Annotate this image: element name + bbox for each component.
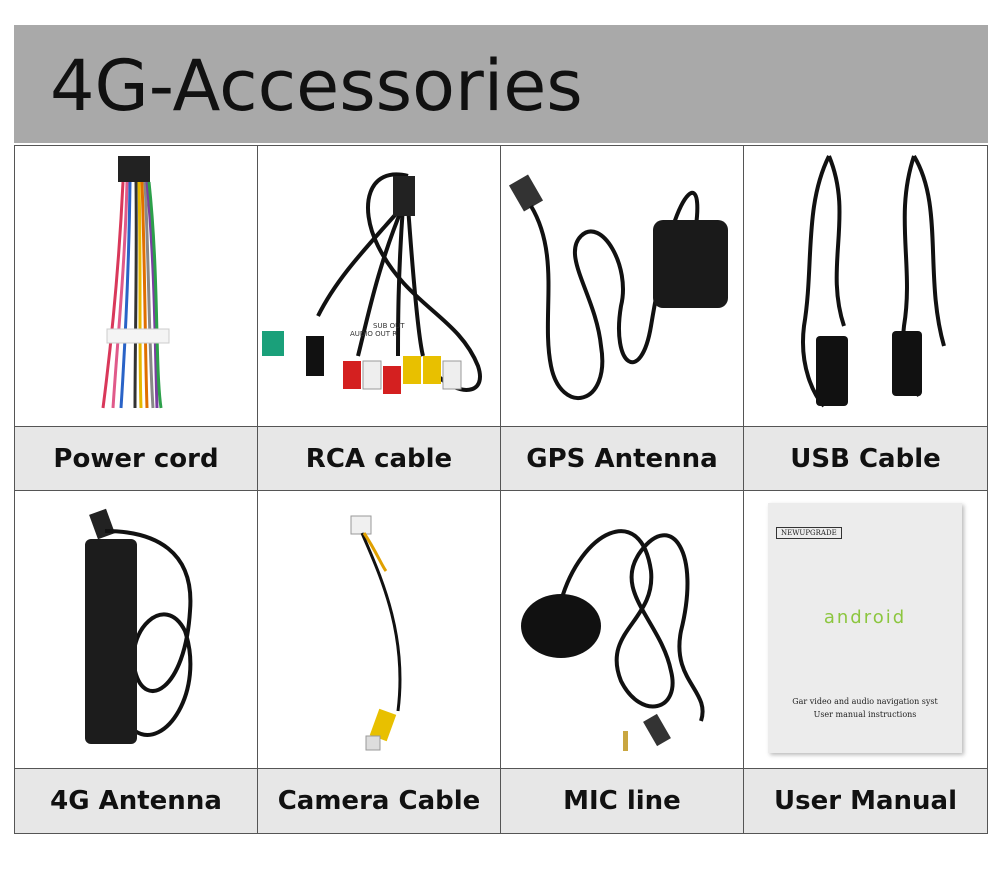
label-gps-antenna: GPS Antenna xyxy=(501,427,744,491)
power-cord-image xyxy=(15,146,258,427)
label-camera-cable: Camera Cable xyxy=(258,769,501,834)
usb-cable-image xyxy=(744,146,988,427)
header-banner: 4G-Accessories xyxy=(14,25,988,143)
label-user-manual: User Manual xyxy=(744,769,988,834)
4g-antenna-image xyxy=(15,491,258,769)
label-mic-line: MIC line xyxy=(501,769,744,834)
mic-line-image xyxy=(501,491,744,769)
usb-cable-icon xyxy=(801,154,946,408)
rca-cable-image: AUDIO OUT R SUB OUT xyxy=(258,146,501,427)
power-cord-icon xyxy=(101,156,170,409)
manual-badge: NEWUPGRADE xyxy=(776,527,842,539)
label-usb-cable: USB Cable xyxy=(744,427,988,491)
rca-cable-icon: AUDIO OUT R SUB OUT xyxy=(262,172,482,394)
manual-logo: android xyxy=(823,607,907,628)
camera-cable-icon xyxy=(350,515,402,751)
gps-antenna-image xyxy=(501,146,744,427)
manual-line2: User manual instructions xyxy=(813,710,917,719)
page-title: 4G-Accessories xyxy=(50,45,583,127)
mic-icon xyxy=(521,529,705,751)
camera-cable-image xyxy=(258,491,501,769)
label-power-cord: Power cord xyxy=(15,427,258,491)
manual-cover: NEWUPGRADE android Gar video and audio n… xyxy=(768,503,962,753)
label-rca-cable: RCA cable xyxy=(258,427,501,491)
gps-antenna-icon xyxy=(508,174,728,400)
rca-tag-2: SUB OUT xyxy=(373,322,405,330)
manual-line1: Gar video and audio navigation syst xyxy=(792,697,938,706)
label-4g-antenna: 4G Antenna xyxy=(15,769,258,834)
rca-tag-1: AUDIO OUT R xyxy=(350,330,397,338)
accessories-grid: AUDIO OUT R SUB OUT Power cord RCA cable xyxy=(14,145,988,834)
4g-antenna-icon xyxy=(85,508,193,744)
user-manual-image: NEWUPGRADE android Gar video and audio n… xyxy=(744,491,988,769)
